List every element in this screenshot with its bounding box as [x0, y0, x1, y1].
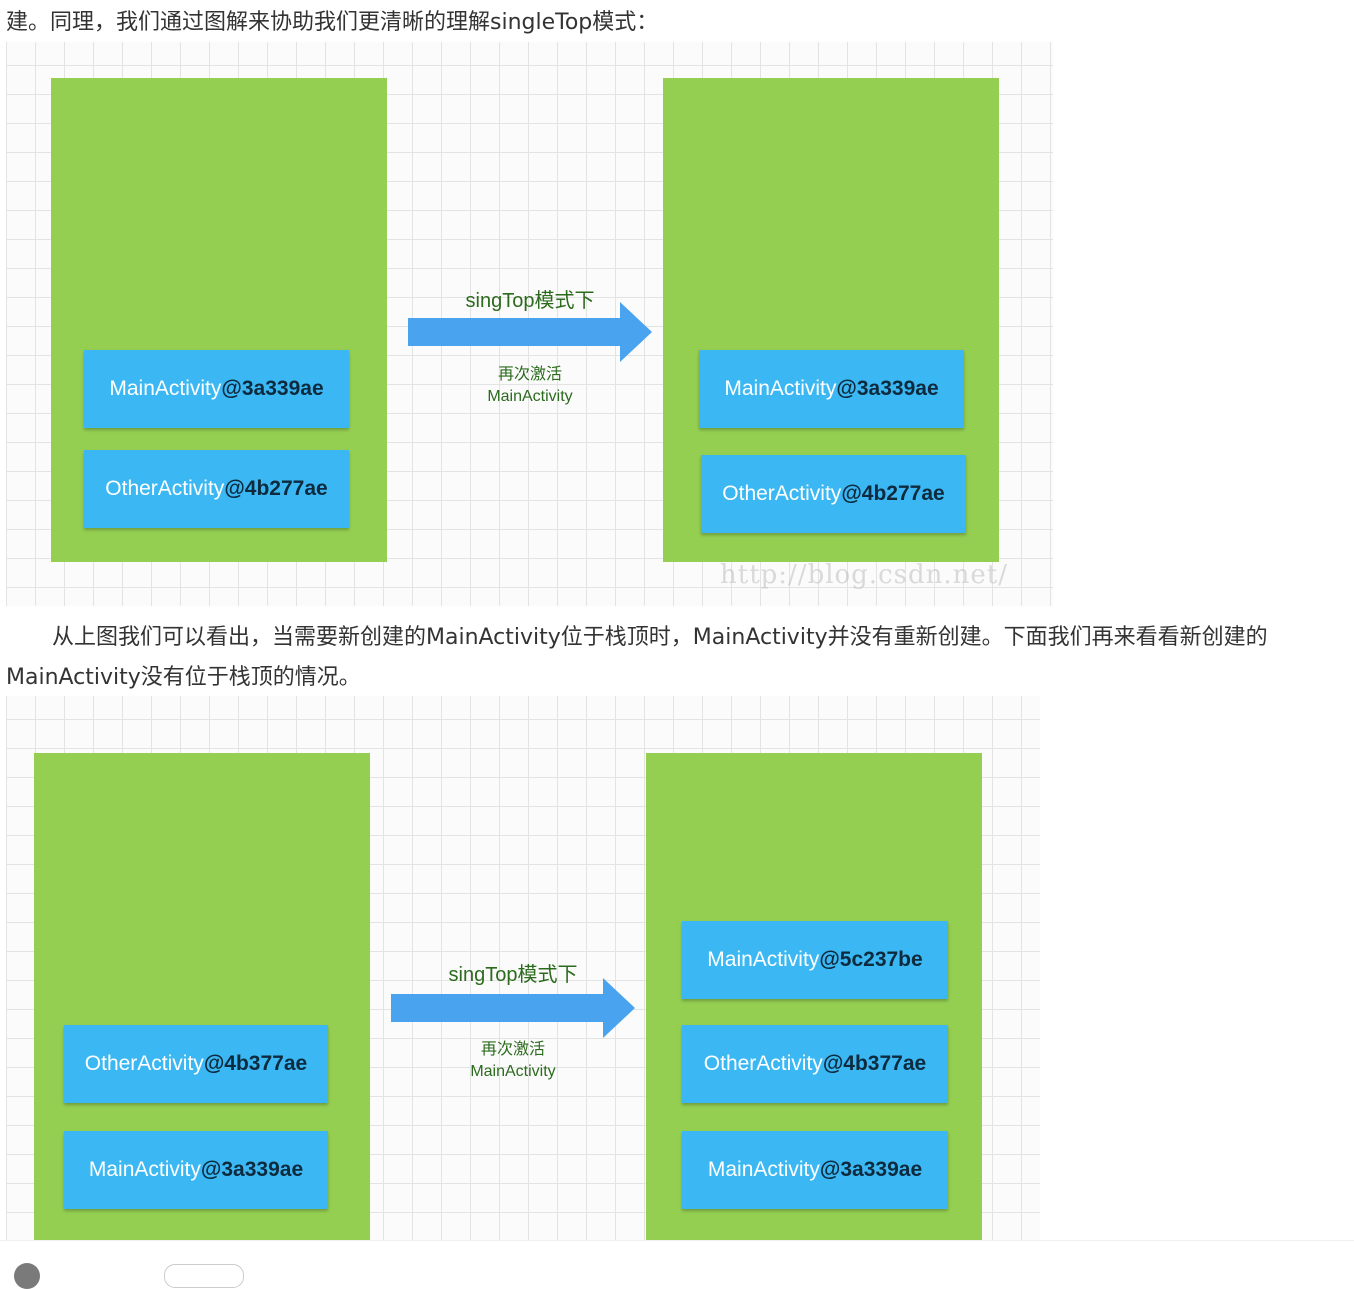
- arrow-sublabel-line1: 再次激活: [497, 366, 562, 383]
- intro-paragraph: 建。同理，我们通过图解来协助我们更清晰的理解singleTop模式：: [6, 10, 659, 35]
- arrow-label: singTop模式下: [448, 964, 578, 986]
- activity-name: MainActivity: [724, 377, 837, 400]
- activity-hash: @5c237be: [819, 948, 923, 971]
- singletop-diagram-top-activity: MainActivity@3a339ae OtherActivity@4b277…: [6, 42, 1053, 606]
- explanation-paragraph-line1: 从上图我们可以看出，当需要新创建的MainActivity位于栈顶时，MainA…: [52, 625, 1268, 650]
- activity-block: MainActivity@3a339ae: [64, 1131, 328, 1209]
- arrow-right-icon: [391, 978, 635, 1038]
- activity-hash: @3a339ae: [221, 377, 324, 400]
- watermark: http://blog.csdn.net/: [720, 560, 1008, 590]
- activity-hash: @3a339ae: [200, 1158, 304, 1181]
- activity-hash: @3a339ae: [819, 1158, 923, 1181]
- activity-hash: @4b377ae: [822, 1052, 927, 1075]
- activity-name: MainActivity: [707, 1158, 820, 1181]
- follow-button[interactable]: [164, 1264, 244, 1288]
- avatar[interactable]: [14, 1263, 40, 1289]
- arrow-right-icon: [408, 302, 652, 362]
- arrow-sublabel: 再次激活 MainActivity: [408, 364, 652, 408]
- task-stack-after: MainActivity@3a339ae OtherActivity@4b277…: [663, 78, 999, 562]
- activity-block: MainActivity@5c237be: [682, 921, 948, 999]
- arrow-sublabel-line2: MainActivity: [470, 1063, 556, 1080]
- activity-name: MainActivity: [88, 1158, 201, 1181]
- activity-name: OtherActivity: [84, 1052, 204, 1075]
- activity-name: MainActivity: [109, 377, 222, 400]
- arrow-sublabel: 再次激活 MainActivity: [391, 1039, 635, 1083]
- activity-block: OtherActivity@4b377ae: [64, 1025, 328, 1103]
- task-stack-before: MainActivity@3a339ae OtherActivity@4b277…: [51, 78, 387, 562]
- activity-block: OtherActivity@4b277ae: [84, 450, 349, 528]
- activity-name: MainActivity: [707, 948, 820, 971]
- singletop-diagram-not-top-activity: OtherActivity@4b377ae MainActivity@3a339…: [6, 696, 1040, 1243]
- activity-name: OtherActivity: [722, 482, 842, 505]
- activity-hash: @4b277ae: [841, 482, 945, 505]
- arrow-label: singTop模式下: [465, 290, 595, 312]
- arrow-sublabel-line1: 再次激活: [480, 1041, 545, 1058]
- activity-block: OtherActivity@4b377ae: [682, 1025, 948, 1103]
- explanation-paragraph-line2: MainActivity没有位于栈顶的情况。: [6, 665, 361, 690]
- activity-block: MainActivity@3a339ae: [84, 350, 349, 428]
- arrow-sublabel-line2: MainActivity: [487, 388, 573, 405]
- activity-block: OtherActivity@4b277ae: [701, 455, 966, 533]
- activity-hash: @4b277ae: [224, 477, 328, 500]
- activity-name: OtherActivity: [105, 477, 225, 500]
- activity-block: MainActivity@3a339ae: [682, 1131, 948, 1209]
- activity-hash: @4b377ae: [203, 1052, 308, 1075]
- activity-hash: @3a339ae: [836, 377, 939, 400]
- activity-block: MainActivity@3a339ae: [699, 350, 964, 428]
- task-stack-after: MainActivity@5c237be OtherActivity@4b377…: [646, 753, 982, 1243]
- activity-name: OtherActivity: [703, 1052, 823, 1075]
- task-stack-before: OtherActivity@4b377ae MainActivity@3a339…: [34, 753, 370, 1243]
